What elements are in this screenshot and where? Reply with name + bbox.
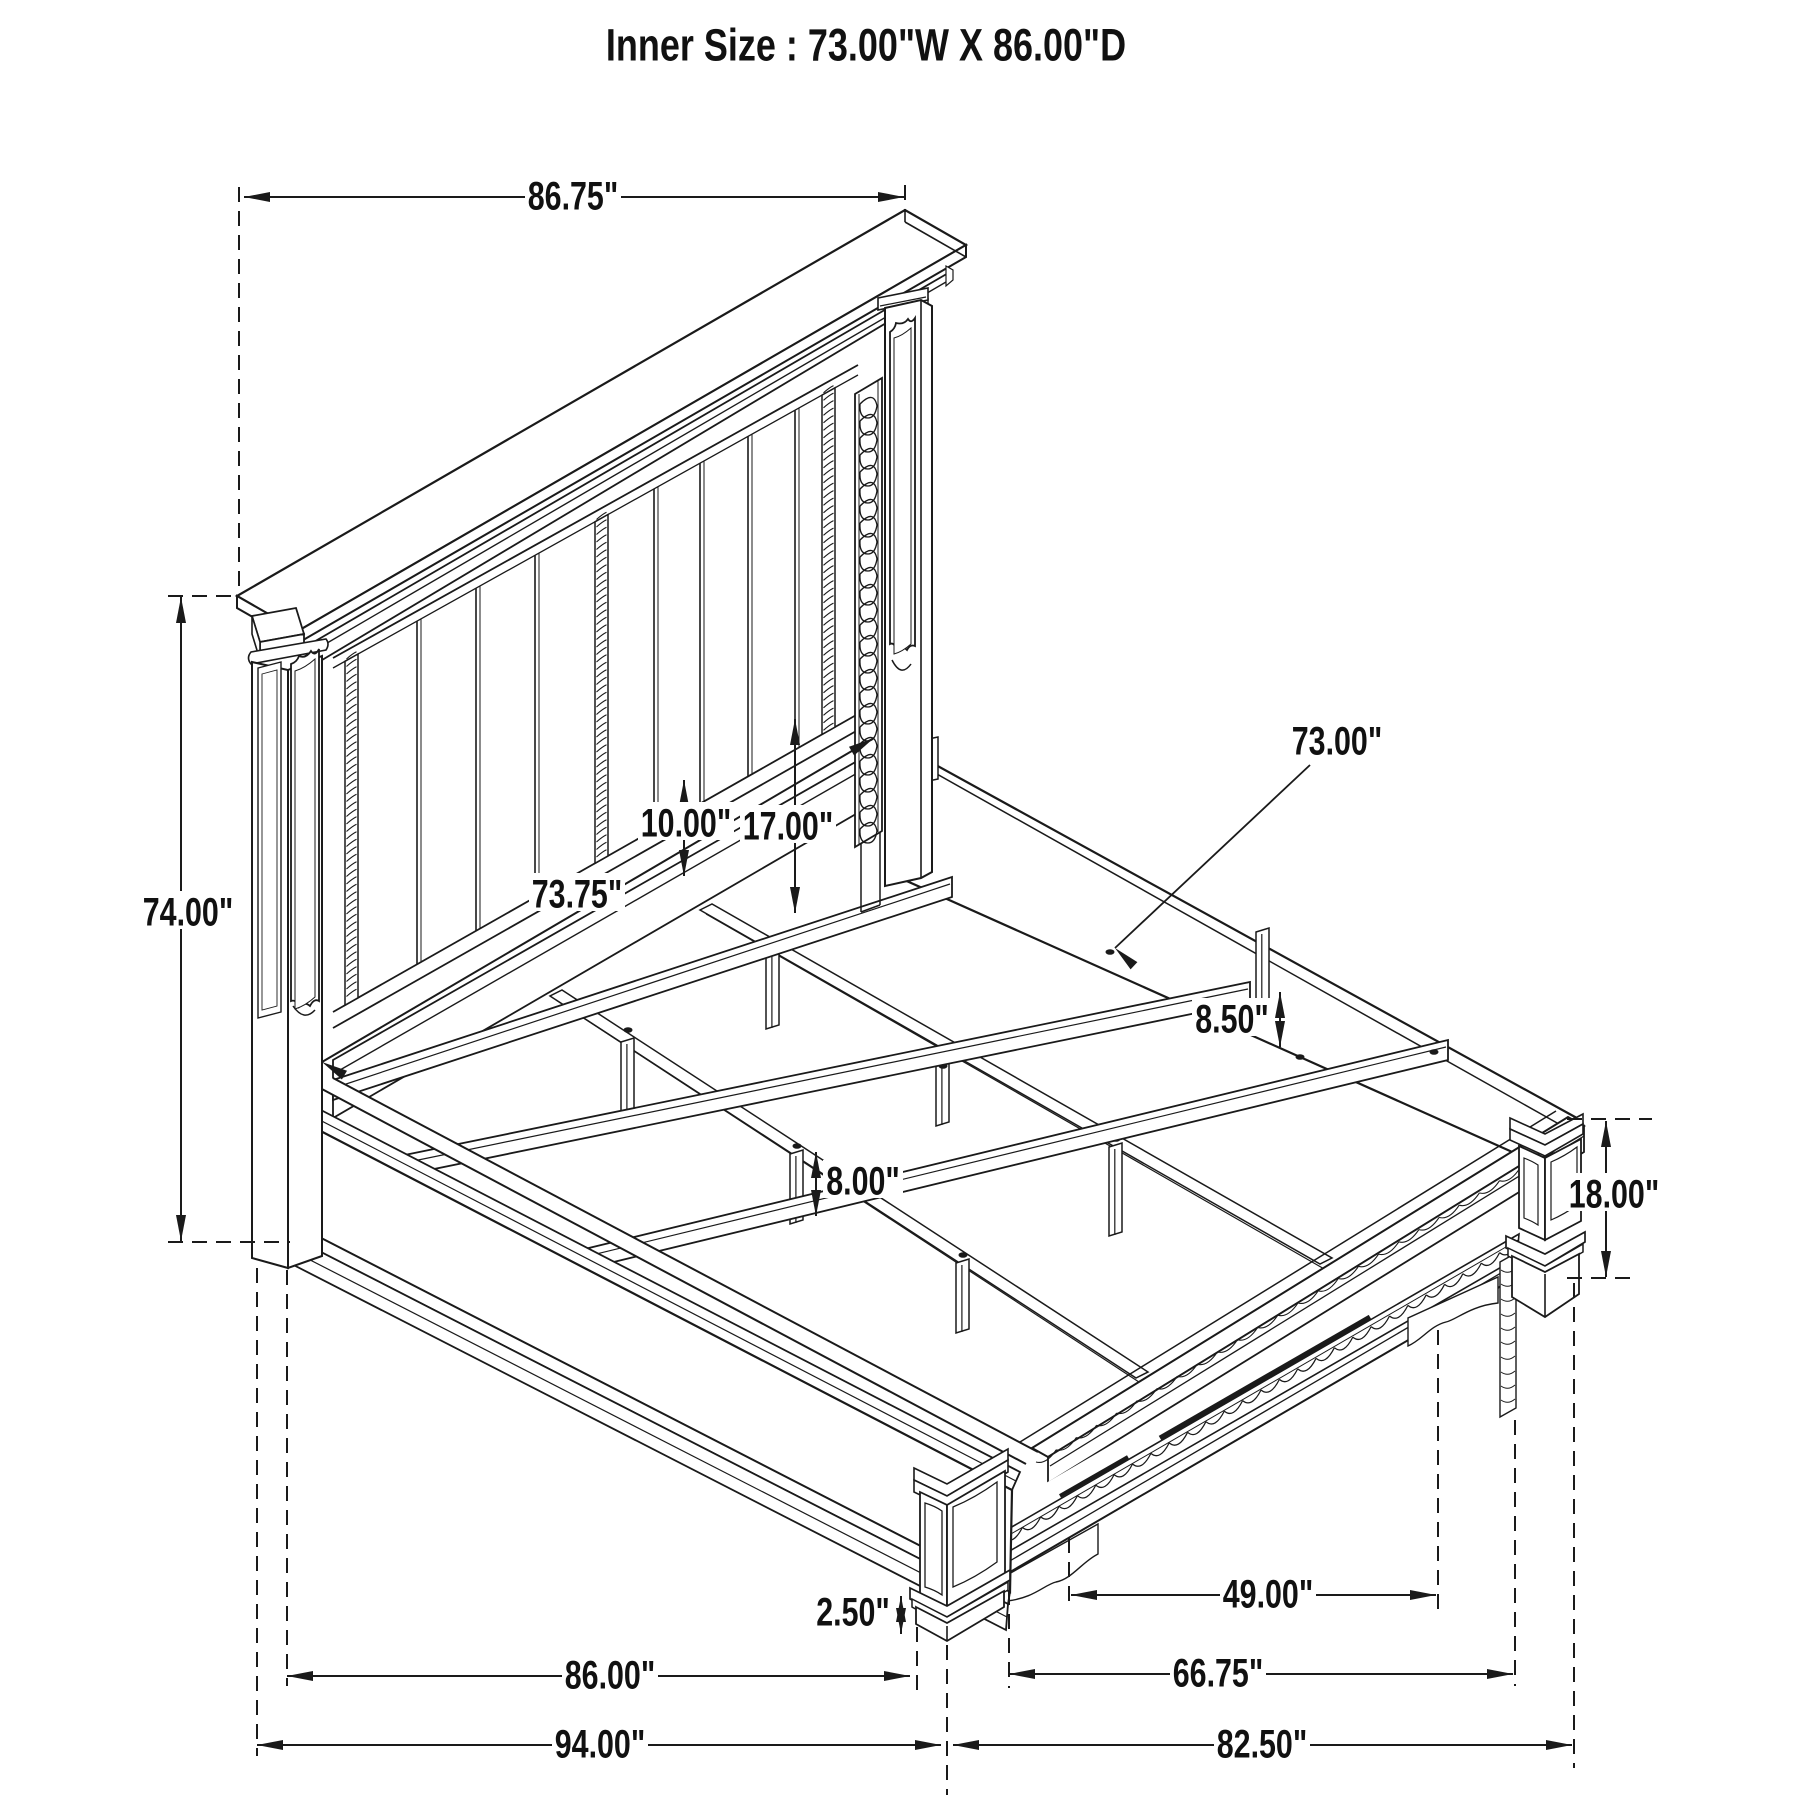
svg-text:2.50": 2.50" xyxy=(816,1589,890,1634)
svg-text:86.00": 86.00" xyxy=(565,1652,655,1697)
svg-text:49.00": 49.00" xyxy=(1223,1571,1313,1616)
svg-text:94.00": 94.00" xyxy=(555,1721,645,1766)
svg-text:86.75": 86.75" xyxy=(528,173,618,218)
svg-text:66.75": 66.75" xyxy=(1173,1650,1263,1695)
svg-text:73.75": 73.75" xyxy=(532,871,622,916)
svg-text:8.50": 8.50" xyxy=(1195,996,1269,1041)
svg-text:17.00": 17.00" xyxy=(743,803,833,848)
svg-text:73.00": 73.00" xyxy=(1292,718,1382,763)
svg-text:10.00": 10.00" xyxy=(641,800,731,845)
svg-text:74.00": 74.00" xyxy=(143,889,233,934)
svg-text:8.00": 8.00" xyxy=(826,1158,900,1203)
svg-text:Inner Size : 73.00"W X 86.00"D: Inner Size : 73.00"W X 86.00"D xyxy=(606,20,1126,71)
svg-text:18.00": 18.00" xyxy=(1569,1171,1659,1216)
svg-text:82.50": 82.50" xyxy=(1217,1721,1307,1766)
